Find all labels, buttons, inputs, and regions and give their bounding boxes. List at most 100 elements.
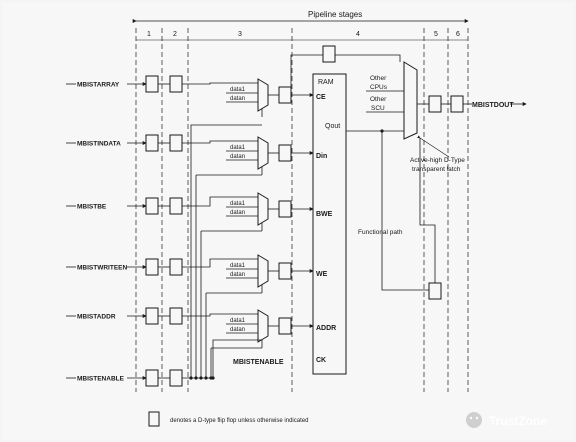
watermark-brand: TrustZone: [489, 414, 547, 428]
cpus-label: CPUs: [370, 84, 388, 91]
enable-junction: [194, 376, 198, 380]
stage6-output-flip-flop: [450, 95, 464, 113]
stage-label-4: 4: [356, 31, 360, 38]
mbistenable-label: MBISTENABLE: [233, 359, 284, 366]
stage3-mux: [257, 309, 269, 343]
ram-qout-label: Qout: [325, 123, 340, 130]
mux-datan-label: datan: [230, 327, 245, 333]
legend-flip-flop-symbol: [148, 411, 160, 427]
mux-datan-label: datan: [230, 210, 245, 216]
mux-data1-label: data1: [230, 318, 246, 324]
stage2-flip-flop: [169, 75, 183, 93]
scu-label: SCU: [371, 105, 385, 112]
latch-feedback-wire: [419, 138, 436, 283]
stage1-flip-flop: [145, 307, 159, 325]
wire-to-mux: [182, 196, 258, 207]
trustzone-watermark: TrustZone: [466, 412, 547, 428]
stage3-flip-flop: [278, 317, 292, 335]
output-label: MBISTDOUT: [472, 102, 514, 109]
stage1-flip-flop: [145, 134, 159, 152]
input-label-mbistaddr: MBISTADDR: [77, 314, 116, 321]
enable-junction: [204, 376, 208, 380]
other-label-1: Other: [370, 75, 387, 82]
row-mbistaddr: MBISTADDR data1 datan: [66, 307, 314, 348]
stage3-flip-flop: [278, 144, 292, 162]
stage2-flip-flop: [169, 197, 183, 215]
stage-label-6: 6: [456, 31, 460, 38]
latch-note-line-1: Active-high D-Type: [410, 157, 465, 164]
ram-port-addr: ADDR: [316, 325, 336, 332]
stage-labels: 1 2 3 4 5 6: [136, 31, 468, 41]
input-label-mbistbe: MBISTBE: [77, 204, 107, 211]
stage2-flip-flop: [169, 369, 183, 387]
ram-port-ce: CE: [316, 94, 326, 101]
mux-data1-label: data1: [230, 145, 246, 151]
mux-data1-label: data1: [230, 263, 246, 269]
ram-port-ck: CK: [316, 357, 326, 364]
ram-port-din: Din: [316, 153, 327, 160]
functional-path-latch: [428, 282, 442, 300]
stage2-flip-flop: [169, 258, 183, 276]
legend-text: denotes a D-type flip flop unless otherw…: [170, 418, 308, 424]
stage3-mux: [257, 78, 269, 112]
stage1-flip-flop: [145, 75, 159, 93]
ram-port-bwe: BWE: [316, 211, 333, 218]
latch-pointer: [417, 135, 450, 158]
stage3-mux: [257, 254, 269, 288]
mux-data1-label: data1: [230, 87, 246, 93]
row-mbistindata: MBISTINDATA data1 datan: [66, 134, 314, 175]
ram-title: RAM: [318, 79, 334, 86]
wechat-icon: [466, 412, 482, 428]
stage4-flip-flop: [322, 45, 336, 63]
enable-bus: [189, 124, 262, 380]
row-mbistarray: MBISTARRAY data1 datan: [66, 75, 314, 117]
stage-dividers: [135, 28, 469, 392]
stage3-flip-flop: [278, 200, 292, 218]
functional-path-wire: [381, 131, 429, 291]
stage2-flip-flop: [169, 134, 183, 152]
input-label-mbistwriteen: MBISTWRITEEN: [77, 265, 127, 272]
stage3-mux: [257, 136, 269, 170]
input-label-mbistenable: MBISTENABLE: [77, 376, 125, 383]
pipeline-title: Pipeline stages: [308, 10, 362, 19]
row-mbistbe: MBISTBE data1 datan: [66, 192, 314, 231]
stage-label-5: 5: [434, 31, 438, 38]
enable-to-addr-mux: [212, 339, 262, 378]
input-label-mbistarray: MBISTARRAY: [77, 82, 120, 89]
stage5-output-flip-flop: [428, 95, 442, 113]
functional-path-label: Functional path: [358, 229, 403, 236]
input-label-mbistindata: MBISTINDATA: [77, 141, 121, 148]
stage-label-3: 3: [238, 31, 242, 38]
enable-junction: [189, 376, 193, 380]
mux-datan-label: datan: [230, 154, 245, 160]
stage-label-2: 2: [173, 31, 177, 38]
wire-top-flop-to-mux: [335, 54, 401, 62]
wire-to-mux: [182, 313, 258, 317]
stage2-flip-flop: [169, 307, 183, 325]
wire-to-mux: [182, 258, 258, 268]
wire-to-mux: [182, 140, 258, 144]
enable-junction: [211, 376, 215, 380]
mux-datan-label: datan: [230, 96, 245, 102]
ram-block: [312, 73, 347, 375]
row-mbistwriteen: MBISTWRITEEN data1 datan: [66, 254, 314, 293]
stage1-flip-flop: [145, 369, 159, 387]
input-rows: MBISTARRAYdata1datanMBISTINDATAdata1data…: [66, 75, 314, 387]
stage-label-1: 1: [147, 31, 151, 38]
mux-datan-label: datan: [230, 272, 245, 278]
ram-port-we: WE: [316, 271, 328, 278]
latch-note-line-2: transparent latch: [412, 166, 461, 173]
stage3-flip-flop: [278, 262, 292, 280]
other-label-2: Other: [370, 96, 387, 103]
wire-to-mux: [182, 82, 258, 85]
stage3-flip-flop: [278, 86, 292, 104]
wire-ce-to-top-flop: [290, 54, 323, 95]
output-mux: [403, 61, 418, 140]
mux-data1-label: data1: [230, 201, 246, 207]
stage1-flip-flop: [145, 197, 159, 215]
enable-junction: [199, 376, 203, 380]
